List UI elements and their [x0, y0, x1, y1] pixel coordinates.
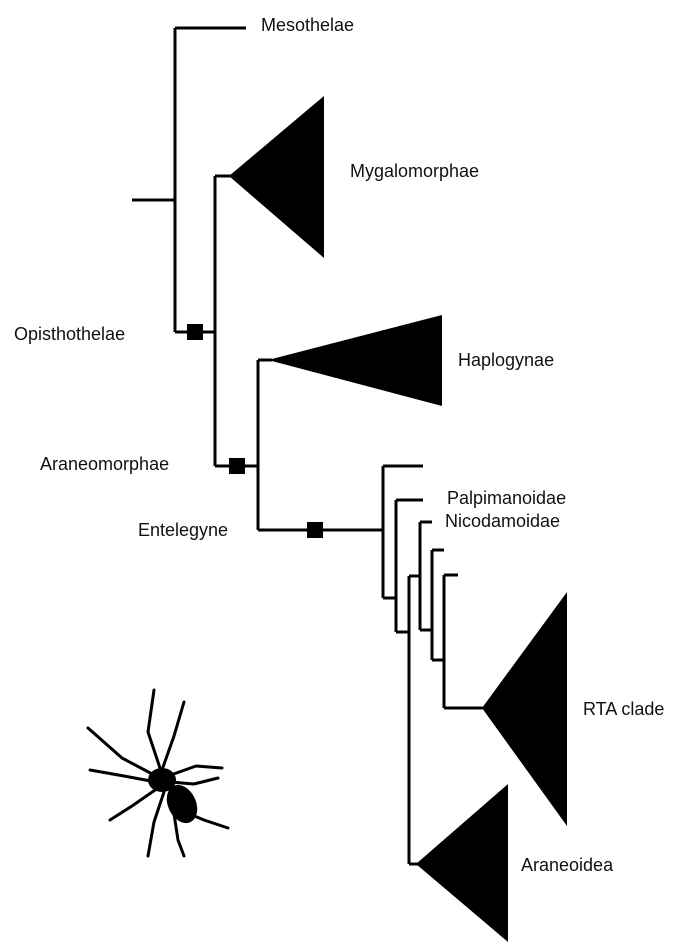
araneoidea-triangle	[416, 784, 508, 942]
spider-icon	[88, 690, 228, 856]
label-rta-clade: RTA clade	[583, 700, 664, 718]
label-araneomorphae: Araneomorphae	[40, 455, 169, 473]
araneomorphae-node-marker	[229, 458, 245, 474]
label-entelegyne: Entelegyne	[138, 521, 228, 539]
label-opisthothelae: Opisthothelae	[14, 325, 125, 343]
rta-clade-triangle	[482, 592, 567, 826]
label-haplogynae: Haplogynae	[458, 351, 554, 369]
opisthothelae-node-marker	[187, 324, 203, 340]
entelegyne-node-marker	[307, 522, 323, 538]
label-mygalomorphae: Mygalomorphae	[350, 162, 479, 180]
label-nicodamoidae: Nicodamoidae	[445, 512, 560, 530]
mygalomorphae-triangle	[229, 96, 324, 258]
label-mesothelae: Mesothelae	[261, 16, 354, 34]
label-araneoidea: Araneoidea	[521, 856, 613, 874]
label-palpimanoidae: Palpimanoidae	[447, 489, 566, 507]
haplogynae-triangle	[268, 315, 442, 406]
